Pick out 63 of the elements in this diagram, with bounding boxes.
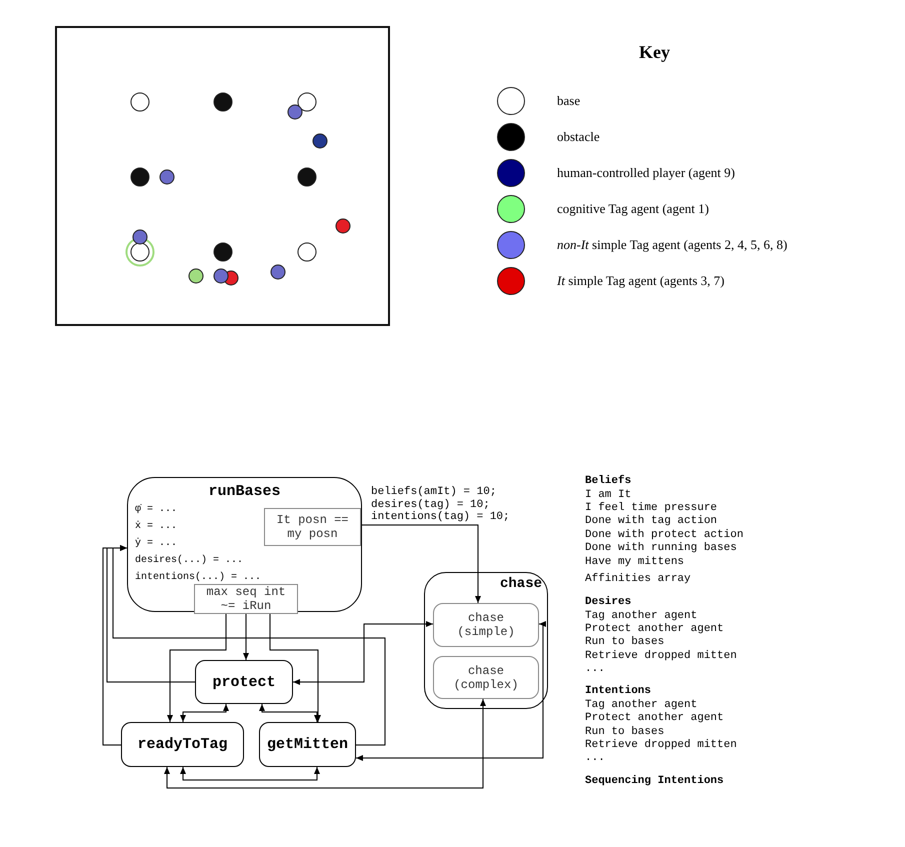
- list-item: ...: [585, 663, 605, 676]
- condition-box: [264, 508, 361, 546]
- arrow: [167, 614, 226, 722]
- arrow: [180, 704, 229, 722]
- list-item: Tag another agent: [585, 699, 698, 712]
- state-title: runBases: [207, 483, 282, 500]
- list-item: Have my mittens: [585, 556, 684, 569]
- condition-box: [194, 584, 298, 614]
- legend-label: It simple Tag agent (agents 3, 7): [557, 273, 724, 289]
- arrow: [259, 704, 320, 722]
- list-item: Run to bases: [585, 726, 664, 739]
- state-box: [127, 477, 362, 612]
- list-item: I feel time pressure: [585, 502, 718, 515]
- condition-text: It posn == my posn: [275, 513, 350, 541]
- legend-label: base: [557, 93, 580, 109]
- list-item: Tag another agent: [585, 610, 698, 623]
- arrow: [112, 545, 386, 746]
- state-title: chase: [500, 576, 542, 592]
- state-box: [259, 722, 356, 767]
- list-item: Retrieve dropped mitten: [585, 739, 737, 752]
- state-variable: ẏ = ...: [135, 538, 178, 549]
- state-box: [195, 660, 293, 704]
- legend-label: cognitive Tag agent (agent 1): [557, 201, 709, 217]
- list-item: Done with tag action: [585, 515, 718, 528]
- section-heading: Sequencing Intentions: [585, 775, 724, 788]
- section-heading: Beliefs: [585, 475, 632, 488]
- arrow: [292, 621, 434, 685]
- section-heading: Desires: [585, 596, 632, 609]
- condition-text: max seq int ~= iRun: [205, 585, 287, 613]
- state-variable: ẋ = ...: [135, 521, 178, 532]
- state-variable: φ̇ = ...: [135, 504, 178, 515]
- arrow: [360, 524, 481, 604]
- list-item: Run to bases: [585, 636, 664, 649]
- arrow: [180, 766, 320, 780]
- list-item: I am It: [585, 489, 632, 502]
- substate-box: [433, 603, 539, 647]
- arrow: [356, 621, 546, 761]
- condition-text: chase (complex): [452, 664, 520, 692]
- list-item: Protect another agent: [585, 712, 724, 725]
- legend-label: human-controlled player (agent 9): [557, 165, 735, 181]
- list-item: Done with protect action: [585, 529, 744, 542]
- list-item: Affinities array: [585, 573, 691, 586]
- substate-box: [433, 656, 539, 699]
- state-title: protect: [212, 674, 276, 690]
- state-box: [424, 572, 548, 709]
- state-title: readyToTag: [137, 736, 228, 753]
- arrow: [243, 614, 249, 660]
- state-title: getMitten: [266, 736, 348, 753]
- state-box: [121, 722, 244, 767]
- list-item: Done with running bases: [585, 542, 737, 555]
- condition-text: chase (simple): [456, 611, 516, 639]
- legend-label: obstacle: [557, 129, 600, 145]
- state-variable: intentions(...) = ...: [135, 572, 262, 583]
- arrow: [164, 698, 486, 788]
- legend-label: non-It simple Tag agent (agents 2, 4, 5, 6, 8): [557, 237, 788, 253]
- list-item: ...: [585, 752, 605, 765]
- list-item: Protect another agent: [585, 623, 724, 636]
- section-heading: Intentions: [585, 685, 652, 698]
- state-variable: desires(...) = ...: [135, 555, 244, 566]
- arrow: [270, 614, 321, 722]
- legend-title: Key: [639, 42, 670, 63]
- list-item: Retrieve dropped mitten: [585, 650, 737, 663]
- edge-label: beliefs(amIt) = 10; desires(tag) = 10; intentions(tag) = 10;: [371, 486, 511, 524]
